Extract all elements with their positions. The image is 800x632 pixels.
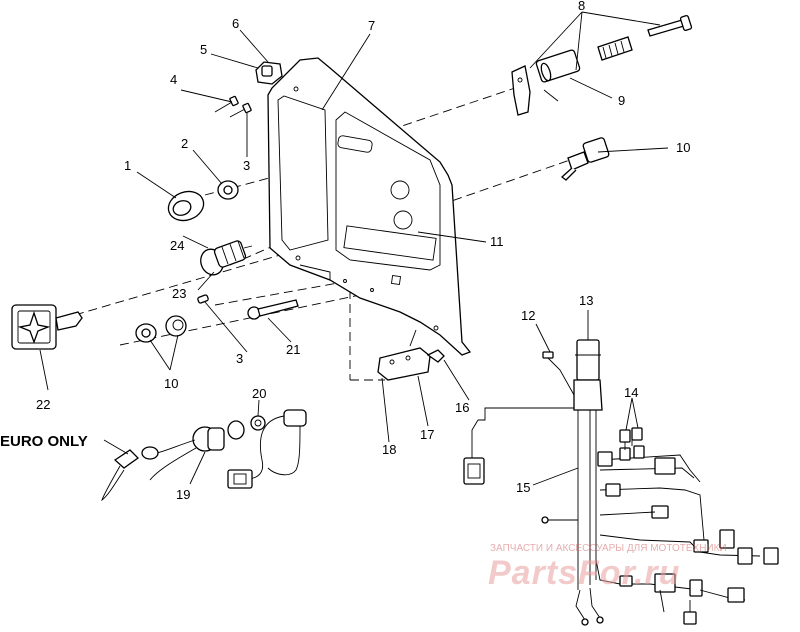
callout-7: 7 <box>368 18 375 33</box>
callout-5: 5 <box>200 42 207 57</box>
callout-11: 11 <box>490 234 504 249</box>
callout-10-upper: 10 <box>676 140 690 155</box>
callout-3-lower: 3 <box>236 351 243 366</box>
toggle-switch-part <box>560 137 610 181</box>
callout-leader-lines <box>39 11 669 486</box>
callout-16: 16 <box>455 400 469 415</box>
small-fasteners-part <box>214 61 283 118</box>
callout-13: 13 <box>579 293 593 308</box>
watermark: ЗАПЧАСТИ И АКСЕССУАРЫ ДЛЯ МОТОТЕХНИКИ Pa… <box>488 543 727 592</box>
callout-9: 9 <box>618 93 625 108</box>
bracket-part <box>377 329 445 381</box>
euro-switch-part <box>101 409 307 502</box>
callout-labels: 1 2 3 3 4 5 6 7 8 9 10 10 11 12 13 14 15… <box>0 0 690 502</box>
watermark-tagline: ЗАПЧАСТИ И АКСЕССУАРЫ ДЛЯ МОТОТЕХНИКИ <box>490 543 727 554</box>
callout-22: 22 <box>36 397 50 412</box>
euro-only-label: EURO ONLY <box>0 433 88 450</box>
callout-23: 23 <box>172 286 186 301</box>
callout-21: 21 <box>286 342 300 357</box>
callout-18: 18 <box>382 442 396 457</box>
callout-17: 17 <box>420 427 434 442</box>
callout-15: 15 <box>516 480 530 495</box>
callout-10-lower: 10 <box>164 376 178 391</box>
ignition-switch-part <box>200 240 253 276</box>
callout-19: 19 <box>176 487 190 502</box>
wiring-harness-part <box>463 339 779 626</box>
alignment-lines <box>74 87 571 381</box>
grommet-set-part <box>135 294 209 343</box>
bolt-part <box>247 299 299 320</box>
callout-3-upper: 3 <box>243 158 250 173</box>
callout-6: 6 <box>232 16 239 31</box>
callout-12: 12 <box>521 308 535 323</box>
callout-8: 8 <box>578 0 585 13</box>
dash-panel <box>267 57 472 356</box>
callout-14: 14 <box>624 385 638 400</box>
callout-20: 20 <box>252 386 266 401</box>
ignition-key-part <box>11 304 83 350</box>
callout-2: 2 <box>181 136 188 151</box>
latch-assembly-part <box>511 14 693 116</box>
callout-1: 1 <box>124 158 131 173</box>
callout-4: 4 <box>170 72 177 87</box>
nut-and-washer-part <box>167 180 239 222</box>
callout-24: 24 <box>170 238 184 253</box>
watermark-logo: PartsFor.ru <box>488 554 680 592</box>
